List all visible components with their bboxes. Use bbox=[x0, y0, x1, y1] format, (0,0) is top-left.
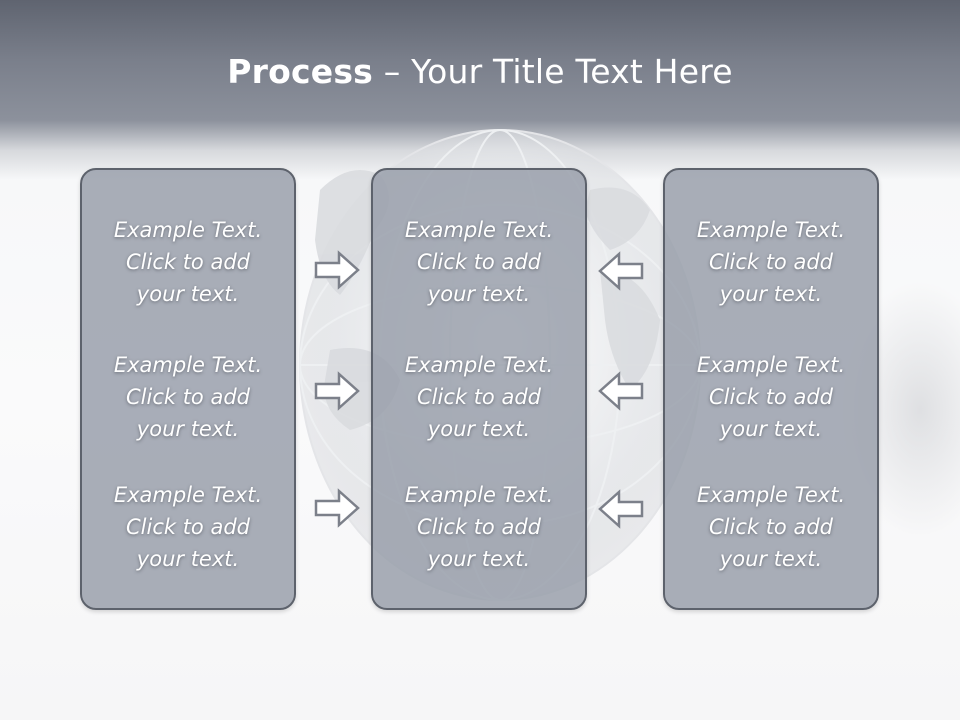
arrow-right-icon bbox=[314, 488, 360, 528]
process-panel-left[interactable]: Example Text. Click to add your text. Ex… bbox=[80, 168, 296, 610]
title-bold: Process bbox=[227, 52, 374, 91]
text-line: your text. bbox=[719, 282, 823, 306]
text-block[interactable]: Example Text. Click to add your text. bbox=[665, 349, 877, 445]
text-line: Example Text. bbox=[696, 218, 846, 242]
arrow-right-icon bbox=[314, 371, 360, 411]
text-block[interactable]: Example Text. Click to add your text. bbox=[665, 479, 877, 575]
text-line: your text. bbox=[719, 417, 823, 441]
text-line: your text. bbox=[427, 417, 531, 441]
slide-title[interactable]: Process – Your Title Text Here bbox=[0, 52, 960, 91]
text-block[interactable]: Example Text. Click to add your text. bbox=[82, 479, 294, 575]
text-block[interactable]: Example Text. Click to add your text. bbox=[373, 349, 585, 445]
text-line: Click to add bbox=[125, 385, 250, 409]
text-line: Example Text. bbox=[696, 353, 846, 377]
text-line: Example Text. bbox=[404, 353, 554, 377]
text-line: Click to add bbox=[708, 385, 833, 409]
title-rest: – Your Title Text Here bbox=[373, 52, 733, 91]
text-line: Click to add bbox=[125, 515, 250, 539]
arrow-left-icon bbox=[598, 251, 644, 291]
text-line: your text. bbox=[136, 417, 240, 441]
text-line: Click to add bbox=[416, 515, 541, 539]
text-line: Example Text. bbox=[113, 218, 263, 242]
text-line: Click to add bbox=[708, 515, 833, 539]
text-line: Click to add bbox=[416, 385, 541, 409]
text-line: your text. bbox=[136, 282, 240, 306]
text-line: Example Text. bbox=[696, 483, 846, 507]
text-line: Example Text. bbox=[404, 218, 554, 242]
text-line: your text. bbox=[427, 282, 531, 306]
text-line: Click to add bbox=[416, 250, 541, 274]
text-line: Example Text. bbox=[113, 483, 263, 507]
process-panel-middle[interactable]: Example Text. Click to add your text. Ex… bbox=[371, 168, 587, 610]
text-line: Click to add bbox=[708, 250, 833, 274]
text-line: your text. bbox=[427, 547, 531, 571]
text-line: your text. bbox=[136, 547, 240, 571]
text-line: Example Text. bbox=[113, 353, 263, 377]
text-line: Example Text. bbox=[404, 483, 554, 507]
text-line: Click to add bbox=[125, 250, 250, 274]
text-block[interactable]: Example Text. Click to add your text. bbox=[373, 479, 585, 575]
arrow-left-icon bbox=[598, 371, 644, 411]
process-panel-right[interactable]: Example Text. Click to add your text. Ex… bbox=[663, 168, 879, 610]
text-block[interactable]: Example Text. Click to add your text. bbox=[82, 349, 294, 445]
text-block[interactable]: Example Text. Click to add your text. bbox=[665, 214, 877, 310]
arrow-left-icon bbox=[598, 489, 644, 529]
arrow-right-icon bbox=[314, 250, 360, 290]
text-line: your text. bbox=[719, 547, 823, 571]
text-block[interactable]: Example Text. Click to add your text. bbox=[373, 214, 585, 310]
text-block[interactable]: Example Text. Click to add your text. bbox=[82, 214, 294, 310]
